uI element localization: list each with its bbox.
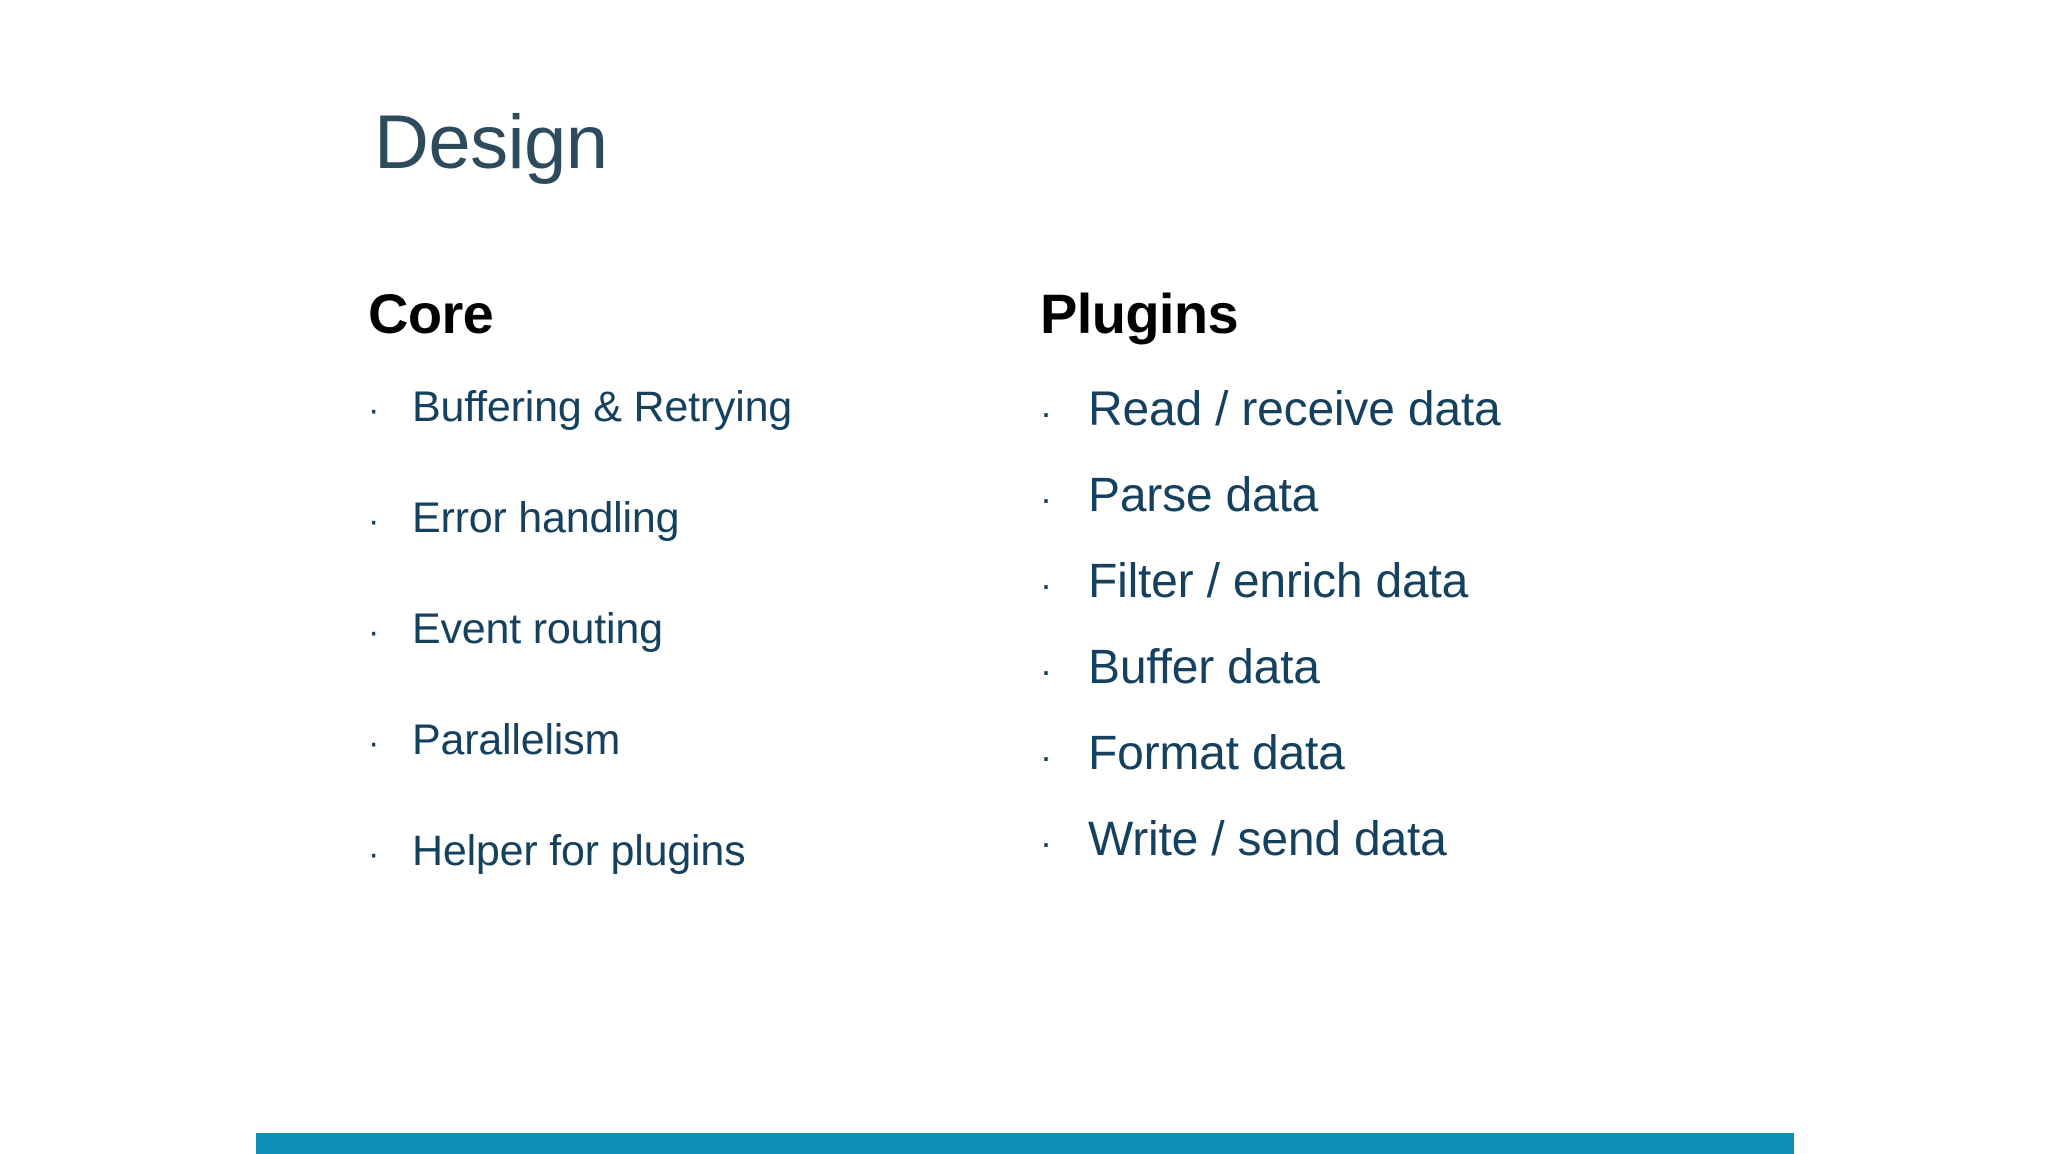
list-item: · Format data [1040,730,1840,816]
list-item: · Error handling [368,497,1008,608]
list-item-label: Filter / enrich data [1088,555,1469,608]
list-item-label: Buffering & Retrying [412,383,793,431]
column-heading-plugins: Plugins [1040,282,1239,346]
list-item-label: Parallelism [412,716,621,764]
list-item-label: Buffer data [1088,641,1320,694]
list-item: · Event routing [368,608,1008,719]
bullet-dot-icon: · [368,724,380,762]
list-item: · Read / receive data [1040,386,1840,472]
bullet-list-core: · Buffering & Retrying · Error handling … [368,386,1008,941]
list-item-label: Write / send data [1088,813,1447,866]
list-item-label: Format data [1088,727,1345,780]
list-item: · Parallelism [368,719,1008,830]
bullet-dot-icon: · [1040,650,1052,691]
bullet-dot-icon: · [368,502,380,540]
list-item: · Parse data [1040,472,1840,558]
list-item-label: Read / receive data [1088,383,1501,436]
bullet-dot-icon: · [368,391,380,429]
footer-accent-bar [256,1133,1794,1154]
bullet-dot-icon: · [1040,736,1052,777]
bullet-dot-icon: · [1040,564,1052,605]
list-item: · Buffering & Retrying [368,386,1008,497]
bullet-dot-icon: · [368,835,380,873]
list-item-label: Event routing [412,605,663,653]
list-item-label: Error handling [412,494,680,542]
list-item: · Write / send data [1040,816,1840,902]
bullet-dot-icon: · [368,613,380,651]
column-heading-core: Core [368,282,494,346]
bullet-dot-icon: · [1040,822,1052,863]
list-item: · Filter / enrich data [1040,558,1840,644]
list-item: · Helper for plugins [368,830,1008,941]
list-item-label: Helper for plugins [412,827,746,875]
list-item-label: Parse data [1088,469,1319,522]
page-title: Design [374,99,608,185]
bullet-list-plugins: · Read / receive data · Parse data · Fil… [1040,386,1840,902]
bullet-dot-icon: · [1040,392,1052,433]
bullet-dot-icon: · [1040,478,1052,519]
list-item: · Buffer data [1040,644,1840,730]
